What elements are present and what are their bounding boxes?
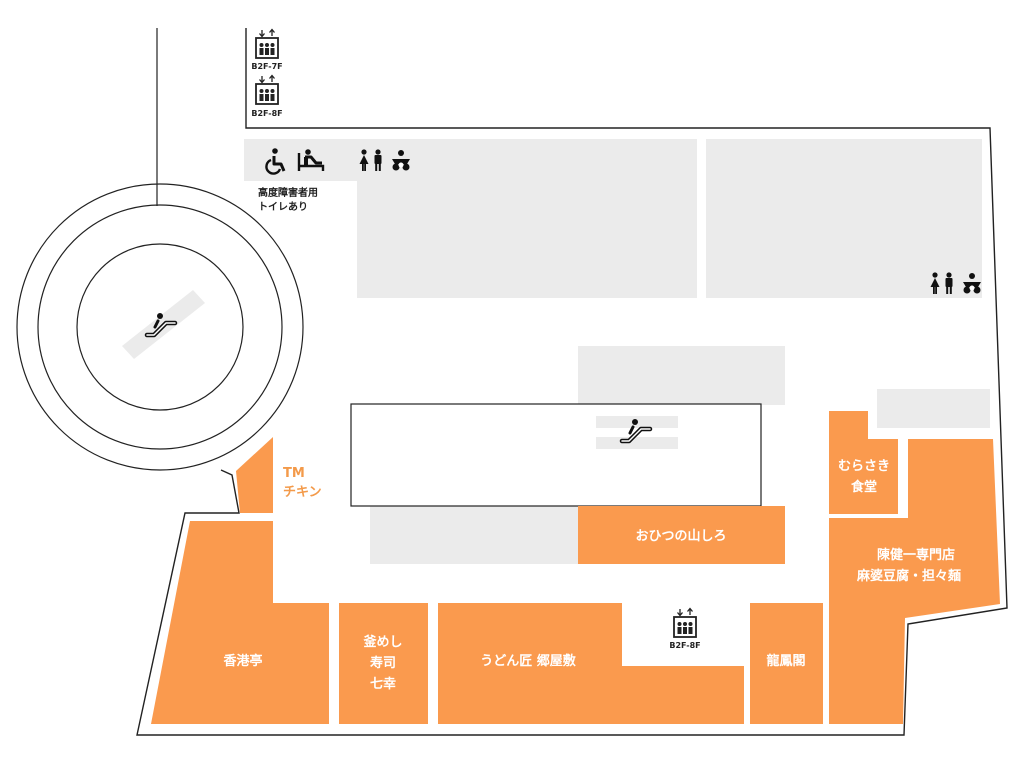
shop-label: 陳健一専門店 (877, 547, 955, 563)
shop-label: 寿司 (370, 655, 396, 671)
elevator-b2f-8f-south[interactable]: B2F-8F (669, 607, 701, 651)
shop-label: 釜めし (362, 634, 402, 650)
shop-tm-chicken-label: TM (283, 466, 305, 481)
accessible-toilet-note: 高度障害者用 (258, 186, 318, 199)
elevator-label: B2F-7F (251, 62, 282, 71)
shop-ohitsu-no-yamashiro[interactable]: おひつの山しろ (578, 506, 785, 564)
shop-label: おひつの山しろ (635, 528, 726, 544)
shop-murasaki-shokudo[interactable]: むらさき 食堂 (829, 411, 898, 514)
atrium-circle (16, 28, 304, 471)
escalator-void (350, 403, 762, 507)
accessible-toilet-note: トイレあり (258, 200, 308, 213)
shop-koukoutei[interactable]: 香港亭 (151, 521, 329, 724)
elevator-b2f-8f[interactable]: B2F-8F (251, 74, 283, 119)
elevator-label: B2F-8F (251, 109, 282, 118)
shop-label: 龍鳳閣 (766, 653, 805, 669)
shop-kamameshi-sushi-nanakou[interactable]: 釜めし 寿司 七幸 (339, 603, 428, 724)
shop-tm-chicken-label: チキン (283, 485, 322, 500)
shop-label: 麻婆豆腐・担々麺 (856, 568, 961, 584)
atrium-escalator[interactable] (122, 290, 205, 359)
elevator-b2f-7f[interactable]: B2F-7F (251, 28, 283, 72)
tenant-block (706, 139, 982, 298)
shop-chin-kenichi[interactable]: 陳健一専門店 麻婆豆腐・担々麺 (829, 439, 1000, 724)
shop-label: 香港亭 (222, 653, 262, 669)
shop-label: 食堂 (851, 479, 877, 495)
shop-label: うどん匠 郷屋敷 (480, 653, 577, 669)
shop-udon-takumi-goyashiki[interactable]: うどん匠 郷屋敷 (438, 603, 744, 724)
tenant-block (877, 389, 990, 428)
tenant-block (578, 346, 785, 405)
tenant-block (370, 503, 578, 564)
shop-label: むらさき (838, 459, 890, 474)
elevator-label: B2F-8F (669, 641, 700, 650)
tenant-block (357, 139, 697, 298)
shop-tm-chicken[interactable] (236, 437, 273, 513)
shop-label: 七幸 (370, 676, 396, 692)
shop-ryuhokaku[interactable]: 龍鳳閣 (750, 603, 823, 724)
floor-outline (136, 28, 1008, 736)
center-escalator[interactable] (596, 416, 678, 449)
